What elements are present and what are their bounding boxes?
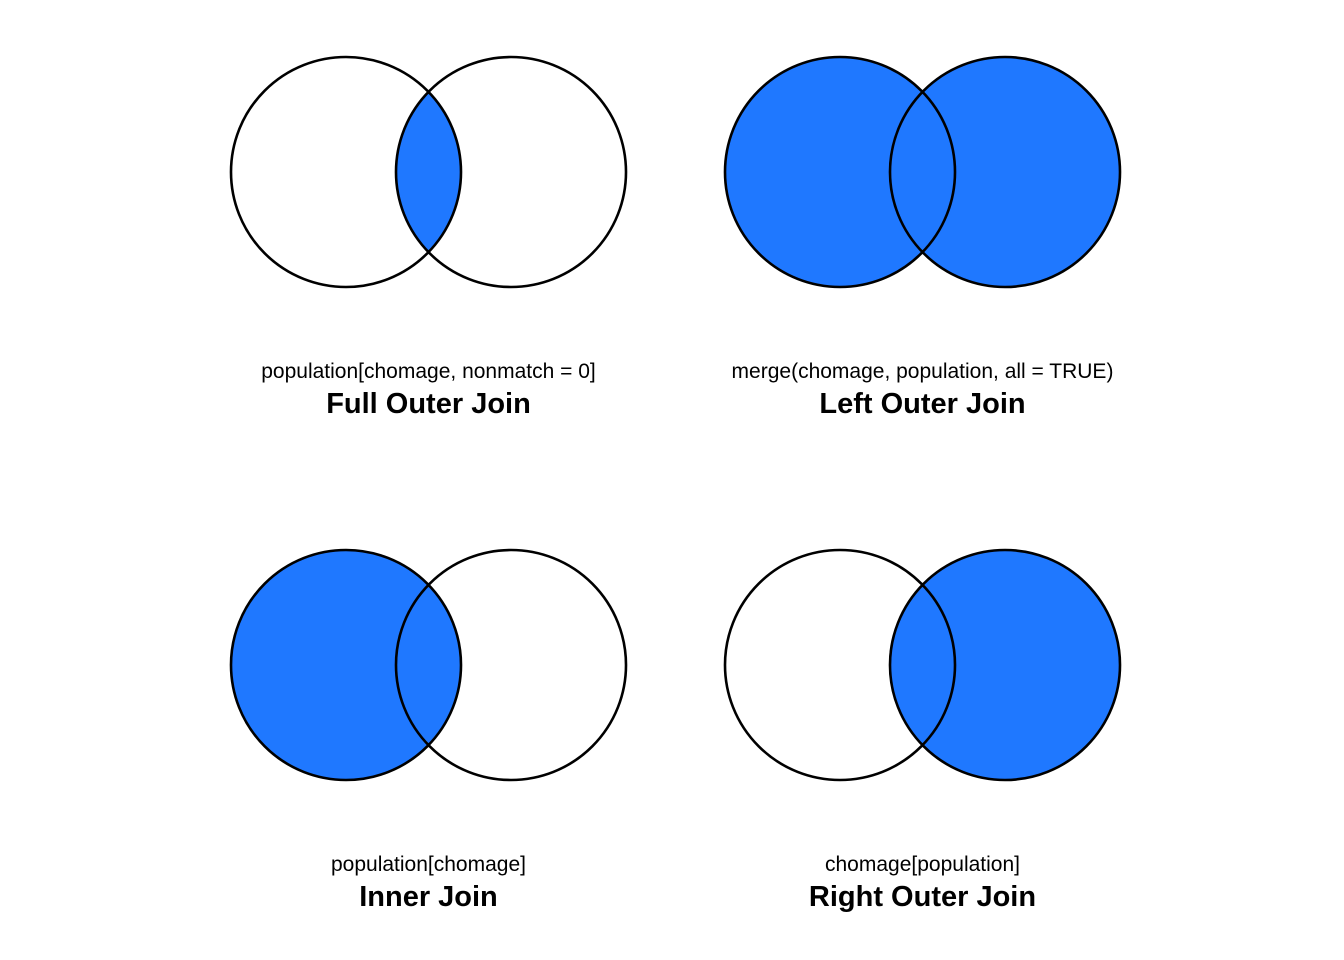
right-circle-fill [890,57,1120,287]
right-circle-outline [888,55,1122,289]
venn-panel-left-outer-join: merge(chomage, population, all = TRUE) L… [723,55,1122,420]
panel-title: Inner Join [359,881,498,913]
code-label: population[chomage] [331,853,526,876]
left-circle-outline [723,548,957,782]
venn-panel-right-outer-join: chomage[population] Right Outer Join [723,548,1122,913]
panel-title: Right Outer Join [809,881,1036,913]
panel-title: Full Outer Join [326,388,531,420]
right-circle-outline [888,548,1122,782]
right-circle-outline [394,548,628,782]
code-label: chomage[population] [825,853,1020,876]
right-circle-outline [394,55,628,289]
venn-panel-inner-join: population[chomage] Inner Join [229,548,628,913]
intersection-region [395,91,462,253]
left-circle-outline [229,55,463,289]
code-label: population[chomage, nonmatch = 0] [261,360,595,383]
left-circle-fill [231,550,461,780]
left-circle-outline [723,55,957,289]
left-circle-outline [229,548,463,782]
code-label: merge(chomage, population, all = TRUE) [732,360,1114,383]
left-circle-fill [725,57,955,287]
panel-title: Left Outer Join [819,388,1025,420]
venn-panel-full-outer-join: population[chomage, nonmatch = 0] Full O… [229,55,628,420]
right-circle-fill [890,550,1120,780]
